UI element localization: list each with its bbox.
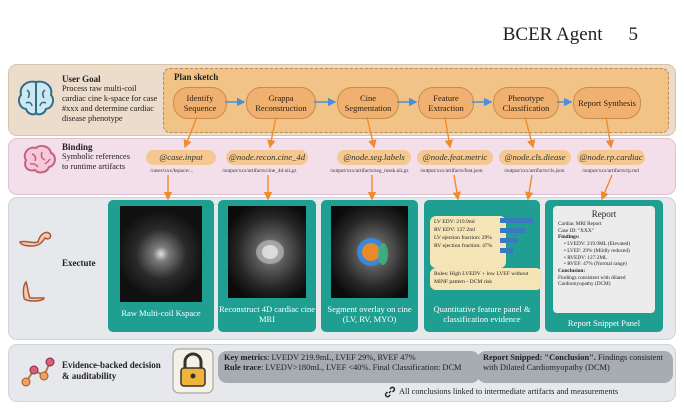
feature-bar-2 [500,228,525,233]
feature-rv-ef: RV ejection fraction: 47% [434,243,493,249]
page-header: BCER Agent 5 [503,24,638,46]
binding-path-4: /output/xxx/artifacts/feat.json [420,168,483,174]
execute-label: Exectute [62,258,96,268]
feature-bar-4 [500,248,513,253]
binding-path-3: /output/xxx/artifacts/seg_mask.nii.gz [330,168,409,174]
cine-mri-image [256,240,284,264]
plan-step-5: Phenotype Classification [493,87,559,119]
segmentation-card: Segment overlay on cine (LV, RV, MYO) [321,200,418,332]
plan-label: Plan sketch [174,72,219,82]
binding-text: Symbolic references to runtime artifacts [62,152,130,171]
segmentation-caption: Segment overlay on cine (LV, RV, MYO) [327,304,412,324]
feature-lv-edv: LV EDV: 219.9ml [434,219,475,225]
plan-step-1: Identify Sequence [173,87,227,119]
feature-caption: Quantitative feature panel & classificat… [433,304,531,324]
binding-node-4: @node.feat.metric [417,150,493,165]
report-title: Report [591,209,617,219]
report-caption: Report Snippet Panel [567,318,641,328]
report-case-id: Case ID: "XXX" [558,227,594,234]
binding-node-2: @node.recon.cine_4d [226,150,308,165]
binding-path-6: /output/xxx/artifacts/rp.md [582,168,639,174]
page-title: BCER Agent [502,24,603,45]
binding-node-1: @case.input [146,150,216,165]
rules-box: Rules: High LVEDV + low LVEF without MIN… [430,268,542,290]
segmentation-overlay [357,238,388,266]
report-finding-3: • RVEDV: 127.2ML [564,254,608,261]
leg-icon [22,280,45,302]
binding-path-2: /output/xxx/artifacts/cine_4d.nii.gz [222,168,297,174]
goal-label: User Goal [62,74,101,84]
kspace-caption: Raw Multi-coil Kspace [121,308,201,318]
report-finding-4: • RVEF: 47% (Normal range) [564,261,627,268]
report-snippet-label: Report Snipped: "Conclusion". [483,353,596,362]
binding-band [8,138,676,195]
plan-step-4: Feature Extraction [418,87,474,119]
plan-step-2: Grappa Reconstruction [246,87,316,119]
binding-path-1: /cases/xxx/kspace/... [150,168,194,174]
lock-icon [172,348,214,394]
feature-bar-chart [500,218,533,253]
footer-note: All conclusions linked to intermediate a… [399,387,619,396]
recon-image [228,206,306,298]
brain-icon [17,80,55,116]
key-metrics-line: Key metrics: LVEDV 219.9mL, LVEF 29%, RV… [224,353,416,362]
report-snippet-panel: Report Snipped: "Conclusion". Findings c… [477,351,673,383]
feature-bar-3 [500,238,518,243]
page-number: 5 [628,24,639,45]
binding-node-6: @node.rp.cardiac [577,150,645,165]
report-finding-2: • LVEF: 29% (Mildly reduced) [564,247,630,254]
feature-lv-ef: LV ejection fraction: 29% [434,235,492,241]
segmentation-image [331,206,408,298]
feature-rv-edv: RV EDV: 127.2ml [434,227,476,233]
report-conclusion-label: Conclusion: [558,267,586,274]
kspace-image [120,206,202,302]
brain-outline-icon [23,144,56,174]
metrics-panel: Key metrics: LVEDV 219.9mL, LVEF 29%, RV… [218,351,480,383]
report-snippet-text: Findings consistent with Dilated Cardiom… [483,353,663,372]
binding-label: Binding [62,142,93,152]
rule-trace-line: Rule trace: LVEDV>180mL, LVEF <40%. Fina… [224,363,462,372]
binding-path-5: /output/xxx/artifacts/cls.json [504,168,565,174]
recon-caption: Reconstruct 4D cardiac cine MRI [218,304,316,324]
evidence-label: Evidence-backed decision & auditability [62,360,161,381]
report-subtitle: Cardiac MRI Report [558,221,602,227]
link-icon [384,386,396,398]
network-graph-icon [21,357,55,387]
report-finding-1: • LVEDV: 219.9ML (Elevated) [564,241,631,248]
plan-step-6: Report Synthesis [573,87,641,119]
recon-card: Reconstruct 4D cardiac cine MRI [218,200,316,332]
goal-text: Process raw multi-coil cardiac cine k-sp… [62,84,158,123]
binding-node-5: @node.cls.diease [499,150,571,165]
feature-bar-1 [500,218,533,223]
plan-step-3: Cine Segmentation [337,87,399,119]
feature-values-box: LV EDV: 219.9ml RV EDV: 127.2ml LV eject… [430,216,506,268]
report-findings-label: Findings: [558,234,580,241]
flexed-arm-icon [19,231,52,247]
kspace-card: Raw Multi-coil Kspace [108,200,214,332]
binding-node-3: @node.seg.labels [337,150,411,165]
report-conclusion: Findings consistent with dilated Cardiom… [558,274,626,288]
report-snippet: Report Cardiac MRI Report Case ID: "XXX"… [553,206,655,313]
